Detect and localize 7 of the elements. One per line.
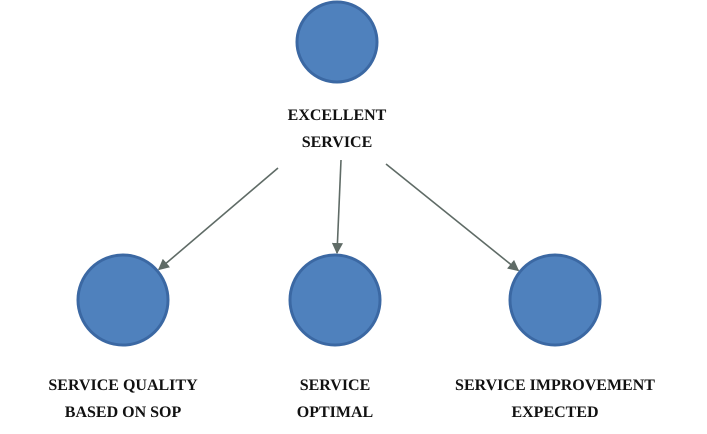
arrow xyxy=(386,163,520,272)
arrow xyxy=(158,167,279,270)
node-label: SERVICE OPTIMAL xyxy=(296,376,374,423)
node-label: EXCELLENT SERVICE xyxy=(286,106,388,153)
arrow xyxy=(332,160,344,254)
node-label: SERVICE QUALITY BASED ON SOP xyxy=(47,376,199,423)
node-label: SERVICE IMPROVEMENT EXPECTED xyxy=(454,376,656,423)
